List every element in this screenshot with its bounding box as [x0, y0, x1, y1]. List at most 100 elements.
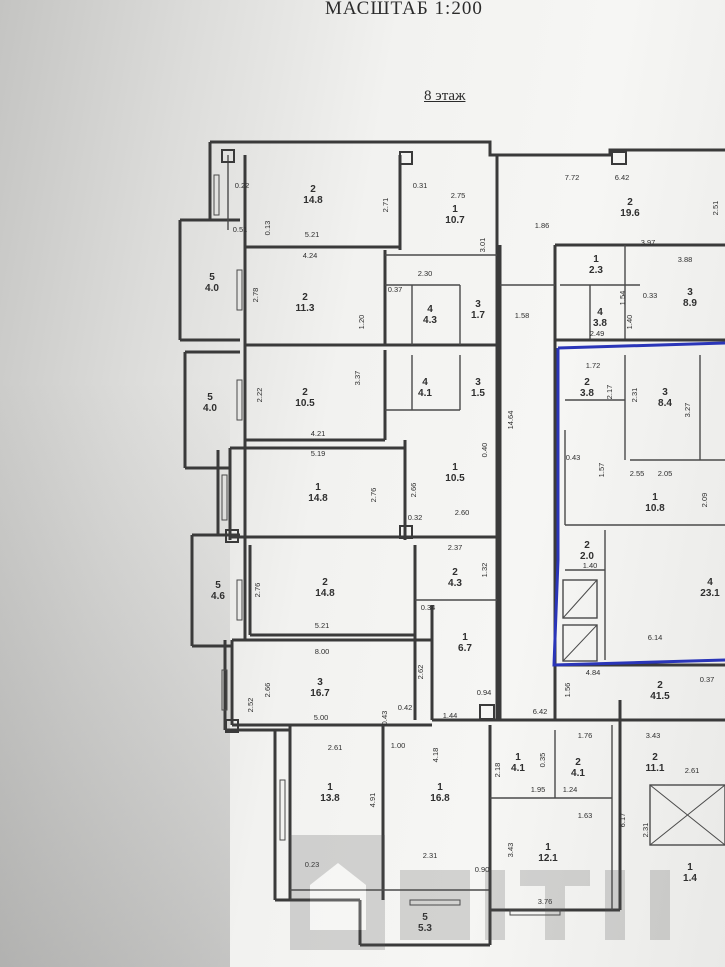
- room-area: 19.6: [620, 208, 640, 219]
- dimension-label: 6.14: [648, 633, 663, 642]
- dimension-label: 3.27: [683, 403, 692, 418]
- dimension-label: 2.76: [253, 583, 262, 598]
- dimension-label: 1.72: [586, 361, 601, 370]
- dimension-label: 0.90: [475, 865, 490, 874]
- shadow-overlay: [0, 380, 230, 967]
- room-number: 1: [315, 482, 321, 493]
- dimension-label: 2.71: [381, 198, 390, 213]
- dimension-label: 14.64: [506, 411, 515, 430]
- room-area: 6.7: [458, 643, 472, 654]
- room-area: 8.4: [658, 398, 672, 409]
- room-number: 4: [422, 377, 428, 388]
- room-area: 1.7: [471, 310, 485, 321]
- window-marks: [213, 174, 561, 916]
- dimension-label: 1.56: [563, 683, 572, 698]
- dimension-label: 0.40: [480, 443, 489, 458]
- room-area: 12.1: [538, 853, 558, 864]
- dimension-label: 6.17: [618, 813, 627, 828]
- room-area: 4.1: [418, 388, 432, 399]
- dimension-label: 1.40: [625, 315, 634, 330]
- dimension-label: 0.33: [643, 291, 658, 300]
- dimension-label: 1.57: [597, 463, 606, 478]
- dimension-label: 2.37: [448, 543, 463, 552]
- dimension-label: 2.31: [641, 823, 650, 838]
- room-number: 3: [687, 287, 693, 298]
- room-number: 5: [422, 912, 428, 923]
- dimension-label: 0.34: [421, 603, 436, 612]
- dimension-label: 1.40: [583, 561, 598, 570]
- room-number: 2: [657, 680, 663, 691]
- dimension-label: 6.42: [615, 173, 630, 182]
- room-number: 1: [687, 862, 693, 873]
- room-area: 14.8: [308, 493, 328, 504]
- dimension-label: 2.78: [251, 288, 260, 303]
- dimension-label: 2.49: [590, 329, 605, 338]
- dimension-label: 8.00: [315, 647, 330, 656]
- room-number: 1: [593, 254, 599, 265]
- dimension-label: 5.21: [305, 230, 320, 239]
- room-area: 10.8: [645, 503, 665, 514]
- room-number: 2: [452, 567, 458, 578]
- dimension-label: 2.75: [451, 191, 466, 200]
- dimension-label: 3.76: [538, 897, 553, 906]
- room-number: 3: [662, 387, 668, 398]
- dimension-label: 1.95: [531, 785, 546, 794]
- dimension-label: 2.18: [493, 763, 502, 778]
- dimension-label: 3.88: [678, 255, 693, 264]
- room-number: 5: [215, 580, 221, 591]
- dimension-label: 0.94: [477, 688, 492, 697]
- dimension-label: 3.43: [506, 843, 515, 858]
- room-area: 11.1: [646, 763, 665, 774]
- room-area: 2.0: [580, 551, 594, 562]
- dimension-label: 4.18: [431, 748, 440, 763]
- dimension-label: 0.23: [305, 860, 320, 869]
- dimension-label: 7.72: [565, 173, 580, 182]
- room-area: 3.8: [580, 388, 594, 399]
- dimension-label: 3.43: [646, 731, 661, 740]
- dimension-label: 3.01: [478, 238, 487, 253]
- dimension-label: 2.76: [369, 488, 378, 503]
- room-area: 10.7: [445, 215, 465, 226]
- dimension-label: 5.19: [311, 449, 326, 458]
- dimension-label: 3.37: [353, 371, 362, 386]
- room-area: 14.8: [303, 195, 323, 206]
- dimension-label: 2.60: [455, 508, 470, 517]
- dimension-label: 0.37: [700, 675, 715, 684]
- room-area: 1.4: [683, 873, 697, 884]
- dimension-label: 5.21: [315, 621, 330, 630]
- dimension-label: 0.43: [380, 711, 389, 726]
- dimension-label: 2.52: [246, 698, 255, 713]
- room-number: 4: [707, 577, 713, 588]
- room-area: 4.0: [203, 403, 217, 414]
- room-area: 10.5: [295, 398, 315, 409]
- dimension-label: 0.37: [388, 285, 403, 294]
- dimension-label: 2.55: [630, 469, 645, 478]
- dimension-label: 2.66: [409, 483, 418, 498]
- scale-label: МАСШТАБ 1:200: [325, 0, 483, 19]
- dimension-label: 6.42: [533, 707, 548, 716]
- dimension-label: 0.31: [413, 181, 428, 190]
- room-number: 2: [652, 752, 658, 763]
- selected-apartment-outline: [552, 341, 725, 667]
- room-area: 4.1: [571, 768, 585, 779]
- dimension-label: 0.32: [408, 513, 423, 522]
- room-number: 2: [584, 540, 590, 551]
- dimension-label: 4.21: [311, 429, 326, 438]
- room-number: 1: [545, 842, 551, 853]
- dimension-label: 1.44: [443, 711, 458, 720]
- dimension-label: 2.05: [658, 469, 673, 478]
- columns: [221, 149, 627, 733]
- room-number: 1: [327, 782, 333, 793]
- room-area: 4.3: [448, 578, 462, 589]
- room-number: 1: [515, 752, 521, 763]
- room-area: 4.0: [205, 283, 219, 294]
- elevator-shafts: [562, 579, 725, 846]
- room-area: 41.5: [650, 691, 670, 702]
- dimension-label: 0.22: [235, 181, 250, 190]
- room-number: 1: [452, 462, 458, 473]
- dimension-label: 2.66: [263, 683, 272, 698]
- room-number: 2: [627, 197, 633, 208]
- room-number: 1: [652, 492, 658, 503]
- room-number: 4: [597, 307, 603, 318]
